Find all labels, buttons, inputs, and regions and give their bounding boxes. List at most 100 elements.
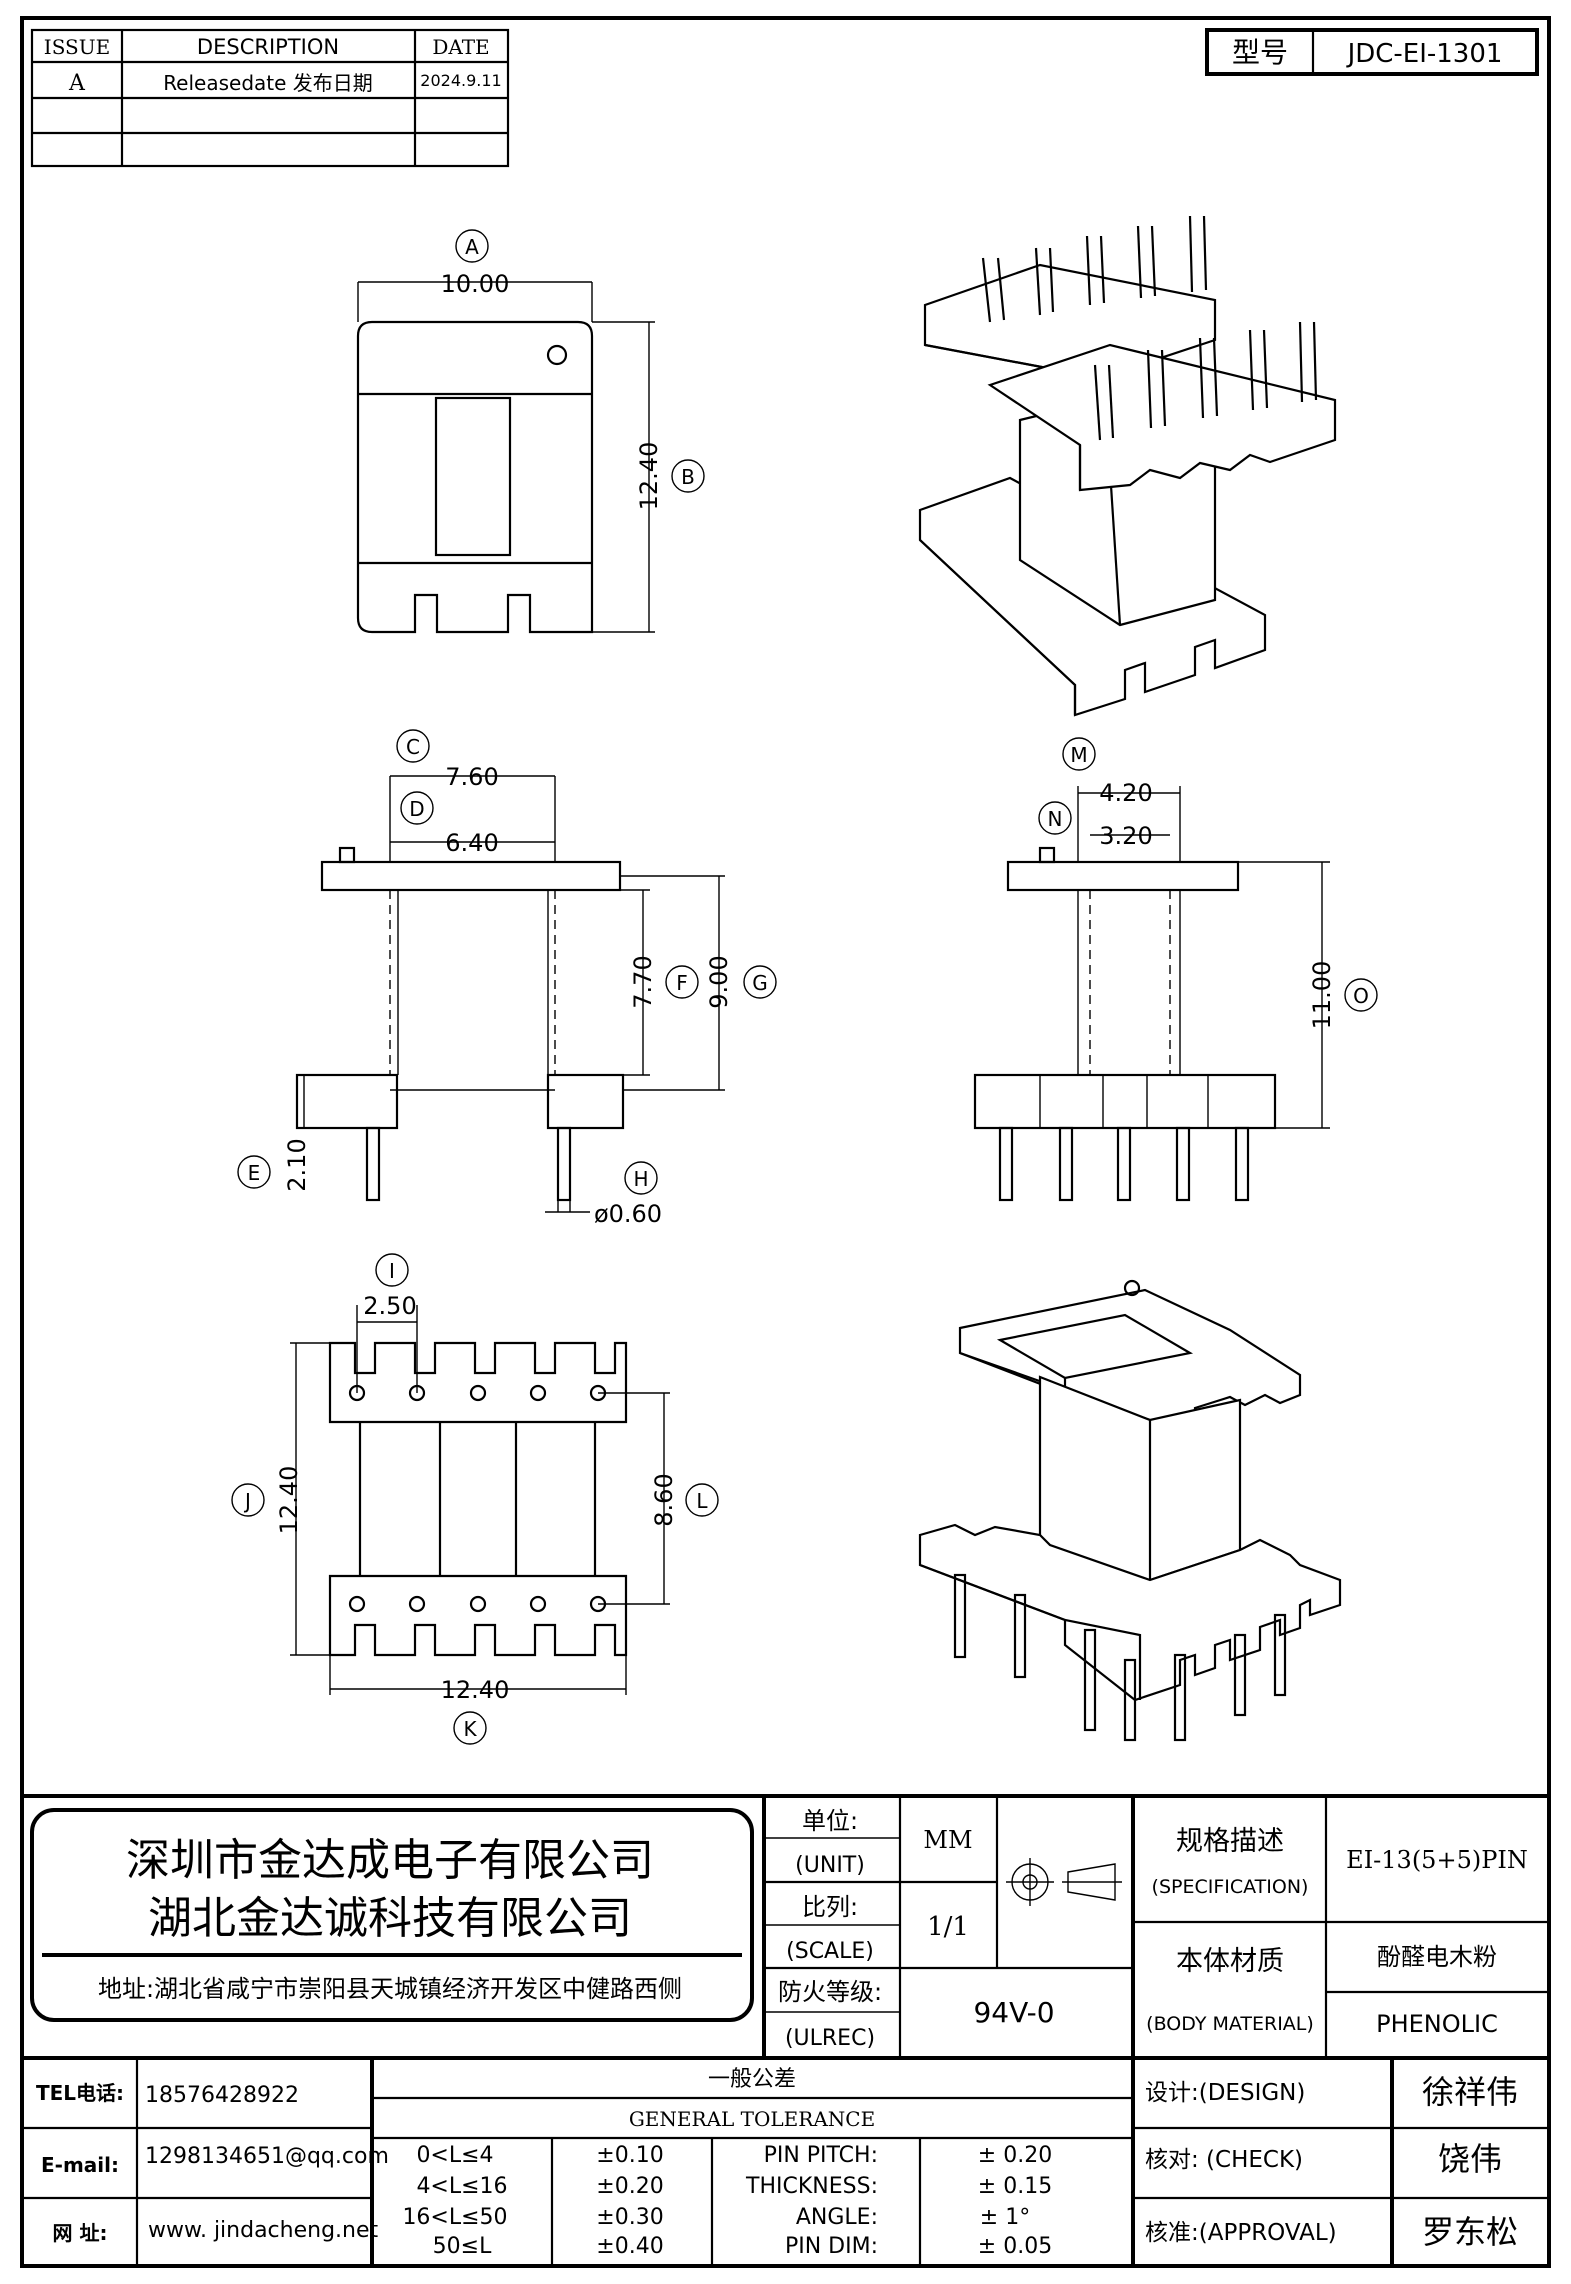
dim-n-bubble (1038, 801, 1072, 835)
dim-o-value: 11.00 (1308, 961, 1336, 1030)
dim-a-bubble (455, 229, 489, 263)
issue-header: ISSUE (44, 35, 110, 59)
web-value: www. jindacheng.net (148, 2218, 379, 2243)
spec-label-cn: 规格描述 (1176, 1826, 1284, 1857)
approval-label: 核准:(APPROVAL) (1145, 2220, 1337, 2246)
dim-b-bubble (671, 459, 705, 493)
front-view: C 7.60 D 6.40 7.70 F 9.00 G 2.10 E H ø0.… (237, 729, 777, 1228)
tol-item-value-4: ± 0.05 (978, 2234, 1052, 2259)
dim-c-bubble (396, 729, 430, 763)
dim-h-value: ø0.60 (594, 1200, 662, 1228)
approval-name: 罗东松 (1422, 2213, 1518, 2251)
company-address: 地址:湖北省咸宁市崇阳县天城镇经济开发区中健路西侧 (98, 1975, 682, 2003)
title-block: 深圳市金达成电子有限公司 湖北金达诚科技有限公司 地址:湖北省咸宁市崇阳县天城镇… (22, 1794, 1549, 2266)
design-label: 设计:(DESIGN) (1145, 2080, 1305, 2106)
dim-c-value: 7.60 (445, 763, 498, 791)
dim-l-bubble (685, 1483, 719, 1517)
top-view: A 10.00 12.40 B (356, 229, 705, 634)
svg-text:M: M (1070, 743, 1087, 767)
web-label: 网 址: (53, 2221, 108, 2245)
dim-h-bubble (624, 1161, 658, 1195)
svg-text:C: C (406, 735, 420, 759)
check-name: 饶伟 (1438, 2140, 1502, 2178)
tol-item-label-1: PIN PITCH: (764, 2143, 878, 2168)
dim-d-bubble (400, 791, 434, 825)
dim-f-bubble (665, 965, 699, 999)
unit-label-cn: 单位: (802, 1807, 858, 1835)
isometric-view-bottom (918, 1279, 1342, 1742)
dim-j-value: 12.40 (275, 1466, 303, 1535)
dim-j-bubble (231, 1483, 265, 1517)
description-header: DESCRIPTION (197, 35, 339, 59)
tol-value-3: ±0.30 (596, 2205, 663, 2230)
scale-value: 1/1 (927, 1912, 969, 1942)
tolerance-title-cn: 一般公差 (708, 2067, 796, 2092)
company-name-1: 深圳市金达成电子有限公司 (126, 1835, 654, 1886)
dim-d-value: 6.40 (445, 829, 498, 857)
svg-text:D: D (409, 797, 424, 821)
model-label: 型号 (1232, 36, 1288, 69)
fire-value: 94V-0 (973, 1996, 1054, 2029)
date-header: DATE (432, 35, 489, 59)
svg-text:K: K (463, 1717, 477, 1741)
dim-n-value: 3.20 (1099, 822, 1152, 850)
svg-text:E: E (248, 1161, 261, 1185)
tol-range-3: 16<L≤50 (402, 2205, 507, 2230)
unit-label-en: (UNIT) (795, 1853, 865, 1878)
tel-value: 18576428922 (145, 2083, 299, 2108)
tol-item-value-3: ± 1° (980, 2205, 1030, 2230)
dim-b-value: 12.40 (635, 442, 663, 511)
email-value: 1298134651@qq.com (145, 2144, 389, 2169)
spec-label-en: (SPECIFICATION) (1152, 1876, 1309, 1898)
spec-value: EI-13(5+5)PIN (1346, 1846, 1528, 1874)
tolerance-title-en: GENERAL TOLERANCE (629, 2107, 875, 2131)
check-label: 核对: (CHECK) (1145, 2147, 1303, 2173)
revision-table: ISSUE DESCRIPTION DATE A Releasedate 发布日… (30, 28, 510, 168)
fire-label-cn: 防火等级: (778, 1978, 882, 2006)
dim-m-value: 4.20 (1099, 779, 1152, 807)
isometric-view-top (918, 215, 1337, 717)
tol-item-value-2: ± 0.15 (978, 2174, 1052, 2199)
fire-label-en: (ULREC) (785, 2026, 875, 2051)
tol-value-2: ±0.20 (596, 2174, 663, 2199)
side-view: M 4.20 N 3.20 11.00 O (973, 737, 1378, 1202)
model-box: 型号 JDC-EI-1301 (1205, 28, 1539, 76)
scale-label-en: (SCALE) (786, 1939, 874, 1964)
material-label-cn: 本体材质 (1176, 1946, 1284, 1977)
svg-text:F: F (676, 971, 688, 995)
tol-item-label-3: ANGLE: (796, 2205, 878, 2230)
dim-k-bubble (453, 1711, 487, 1745)
tol-item-label-2: THICKNESS: (745, 2174, 878, 2199)
email-label: E-mail: (41, 2153, 119, 2177)
tol-range-4: 50≤L (433, 2234, 492, 2259)
design-name: 徐祥伟 (1422, 2073, 1518, 2111)
tol-item-value-1: ± 0.20 (978, 2143, 1052, 2168)
company-name-2: 湖北金达诚科技有限公司 (148, 1893, 632, 1944)
dim-f-value: 7.70 (629, 955, 657, 1008)
dim-o-bubble (1344, 978, 1378, 1012)
tol-range-2: 4<L≤16 (416, 2174, 507, 2199)
tol-range-1: 0<L≤4 (416, 2143, 493, 2168)
material-value-en: PHENOLIC (1376, 2010, 1498, 2038)
dim-k-value: 12.40 (441, 1676, 510, 1704)
unit-value: MM (923, 1826, 972, 1854)
dim-i-bubble (375, 1253, 409, 1287)
model-value: JDC-EI-1301 (1346, 39, 1503, 69)
dim-e-value: 2.10 (283, 1138, 311, 1191)
dim-m-bubble (1062, 737, 1096, 771)
svg-text:J: J (243, 1489, 251, 1513)
svg-text:L: L (696, 1489, 708, 1513)
dim-e-bubble (237, 1155, 271, 1189)
tol-value-4: ±0.40 (596, 2234, 663, 2259)
issue-value: A (68, 71, 86, 96)
material-value-cn: 酚醛电木粉 (1377, 1943, 1497, 1971)
dim-a-value: 10.00 (441, 270, 510, 298)
svg-text:A: A (465, 235, 479, 259)
dim-l-value: 8.60 (650, 1473, 678, 1526)
dim-g-bubble (743, 965, 777, 999)
svg-text:B: B (681, 465, 695, 489)
tol-item-label-4: PIN DIM: (785, 2234, 878, 2259)
material-label-en: (BODY MATERIAL) (1146, 2013, 1314, 2035)
dim-i-value: 2.50 (363, 1292, 416, 1320)
date-value: 2024.9.11 (420, 71, 501, 90)
